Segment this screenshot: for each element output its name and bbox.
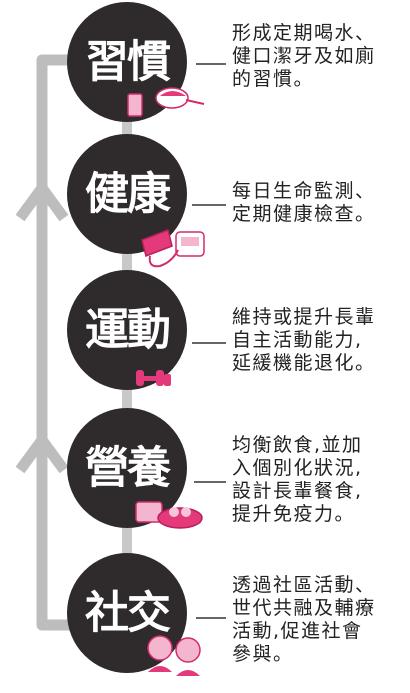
description-line: 維持或提升長輩 <box>232 306 376 328</box>
description-line: 入個別化狀況, <box>232 457 363 479</box>
description-line: 提升免疫力。 <box>232 503 356 525</box>
blood-pressure-monitor-icon <box>141 228 205 268</box>
description-health: 每日生命監測、 定期健康檢查。 <box>232 180 407 226</box>
description-line: 世代共融及輔療 <box>232 597 376 619</box>
description-line: 活動,促進社會 <box>232 620 363 642</box>
description-exercise: 維持或提升長輩 自主活動能力, 延緩機能退化。 <box>232 306 407 375</box>
description-line: 透過社區活動、 <box>232 574 376 596</box>
description-line: 形成定期喝水、 <box>232 22 376 44</box>
description-line: 的習慣。 <box>232 68 315 90</box>
elderly-couple-icon <box>147 635 201 676</box>
description-line: 均衡飲食,並加 <box>232 434 363 456</box>
description-line: 每日生命監測、 <box>232 180 376 202</box>
description-nutrition: 均衡飲食,並加 入個別化狀況, 設計長輩餐食, 提升免疫力。 <box>232 434 407 526</box>
toothbrush-and-cup-icon <box>127 87 205 117</box>
description-habit: 形成定期喝水、 健口潔牙及如廁 的習慣。 <box>232 22 407 91</box>
description-line: 定期健康檢查。 <box>232 203 376 225</box>
step-label-nutrition: 營養 <box>85 443 172 494</box>
description-line: 自主活動能力, <box>232 329 363 351</box>
description-social: 透過社區活動、 世代共融及輔療 活動,促進社會 參與。 <box>232 574 407 666</box>
food-plate-icon <box>135 501 203 529</box>
description-line: 延緩機能退化。 <box>232 352 376 374</box>
step-circle-health <box>67 134 187 254</box>
step-circle-nutrition <box>67 408 187 528</box>
dumbbell-icon <box>136 370 171 386</box>
step-circle-exercise <box>67 270 187 390</box>
up-arrow-icon <box>15 178 69 222</box>
step-label-exercise: 運動 <box>85 305 169 356</box>
up-arrow-icon <box>15 430 69 474</box>
step-label-habit: 習慣 <box>85 37 171 88</box>
step-circle-habit <box>67 2 187 122</box>
step-label-social: 社交 <box>85 588 171 639</box>
cycle-loop-line <box>36 54 88 631</box>
description-line: 健口潔牙及如廁 <box>232 45 376 67</box>
description-line: 參與。 <box>232 643 294 665</box>
description-line: 設計長輩餐食, <box>232 480 363 502</box>
step-label-health: 健康 <box>85 169 171 220</box>
